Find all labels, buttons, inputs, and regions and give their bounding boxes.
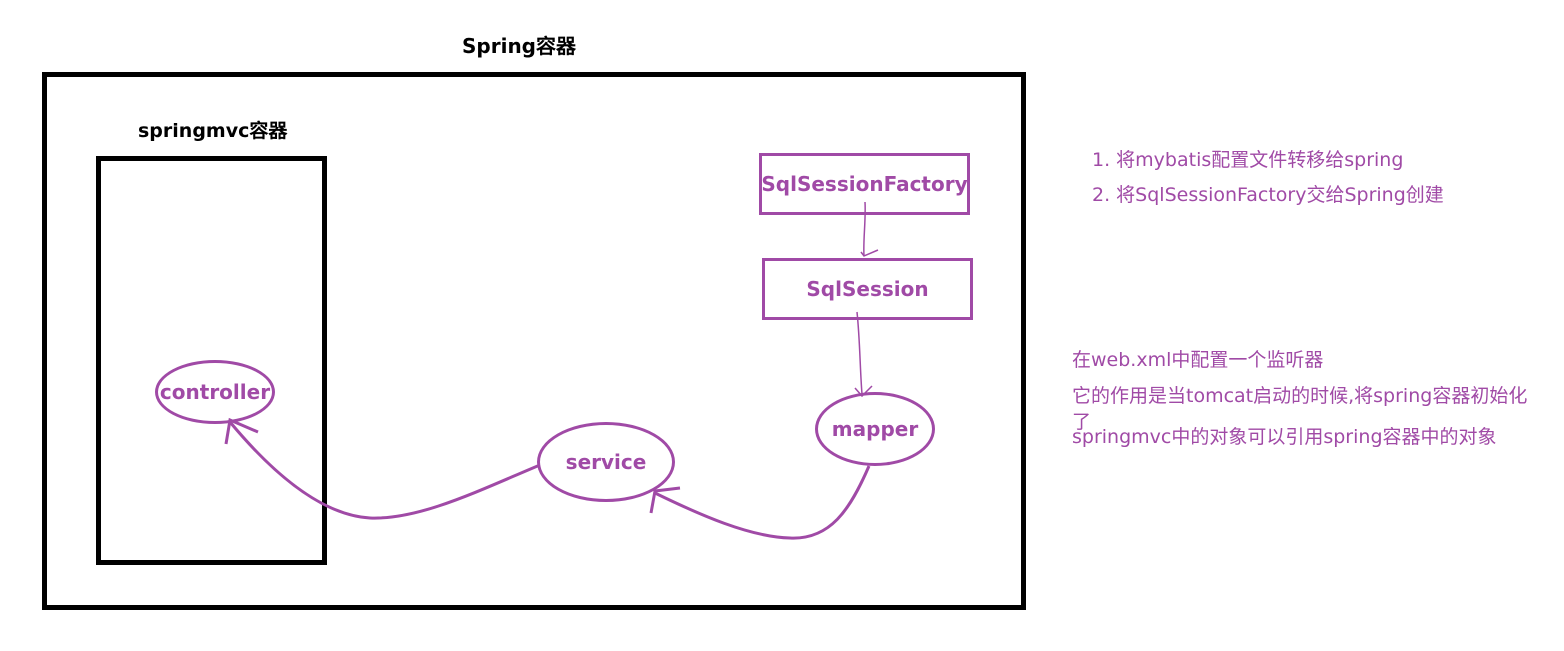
note-listener-line-2: 它的作用是当tomcat启动的时候,将spring容器初始化 — [1072, 385, 1528, 407]
note-listener-line-1: 在web.xml中配置一个监听器 — [1072, 349, 1324, 371]
note-listener-line-3: 了 — [1072, 411, 1092, 433]
service-to-controller-arrowhead — [224, 417, 259, 445]
springmvc-container-label: springmvc容器 — [138, 120, 288, 142]
spring-container-label: Spring容器 — [462, 34, 576, 58]
note-step-1: 1. 将mybatis配置文件转移给spring — [1092, 149, 1404, 171]
service-to-controller-curve — [228, 421, 541, 520]
mapper-to-service-curve — [654, 465, 871, 540]
controller-node: controller — [155, 360, 275, 424]
service-node: service — [537, 422, 675, 502]
sql-session-box: SqlSession — [762, 258, 973, 320]
session-to-mapper-line — [856, 311, 863, 395]
factory-to-session-line — [863, 201, 866, 257]
note-listener-line-4: springmvc中的对象可以引用spring容器中的对象 — [1072, 426, 1497, 448]
sql-session-factory-box: SqlSessionFactory — [759, 153, 970, 215]
mapper-to-service-arrowhead — [649, 486, 681, 514]
springmvc-container — [96, 156, 327, 565]
session-to-mapper-arrowhead — [854, 385, 873, 398]
spring-container — [42, 72, 1026, 610]
note-step-2: 2. 将SqlSessionFactory交给Spring创建 — [1092, 184, 1444, 206]
mapper-node: mapper — [815, 392, 935, 466]
factory-to-session-tick — [860, 249, 879, 257]
